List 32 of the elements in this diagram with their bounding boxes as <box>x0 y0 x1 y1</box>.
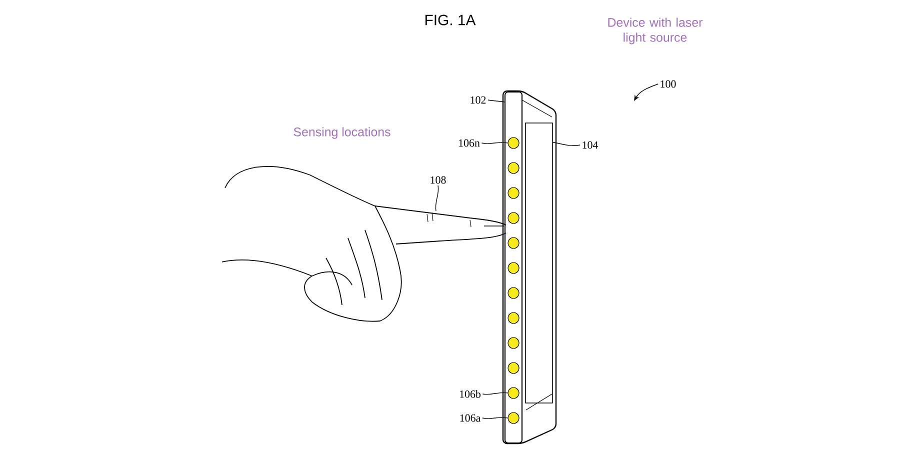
display-screen <box>525 122 553 404</box>
sensor-dot <box>508 337 520 349</box>
side-edge <box>504 91 523 444</box>
callout-label: Device with laser light source <box>608 18 703 44</box>
leader-line <box>482 392 508 395</box>
reference-numeral: 106b <box>460 390 481 398</box>
leader-arrow <box>634 84 658 101</box>
sensor-dot <box>508 362 520 374</box>
sensor-dot <box>508 187 520 199</box>
reference-numeral: 102 <box>470 96 486 104</box>
reference-numeral: 106n <box>459 139 480 147</box>
leader-line <box>435 185 439 212</box>
hand-drawing <box>222 166 506 322</box>
sensor-dot <box>508 212 520 224</box>
leader-line <box>488 100 505 102</box>
sensor-dot <box>508 262 520 274</box>
sensor-dot <box>508 237 520 249</box>
sensor-dot <box>508 137 520 149</box>
reference-numeral: 106a <box>460 414 480 422</box>
sensor-dot <box>508 287 520 299</box>
sensor-dot <box>508 387 520 399</box>
leader-line <box>481 142 508 144</box>
reference-numeral: 104 <box>582 141 598 149</box>
callout-label: Sensing locations <box>294 127 390 139</box>
sensor-dot <box>508 412 520 424</box>
leader-line <box>552 142 580 146</box>
leader-line <box>482 417 508 419</box>
sensor-dot <box>508 162 520 174</box>
figure-title: FIG. 1A <box>425 14 476 26</box>
sensor-dot <box>508 312 520 324</box>
device-drawing <box>502 90 557 444</box>
reference-numeral: 100 <box>660 80 676 88</box>
